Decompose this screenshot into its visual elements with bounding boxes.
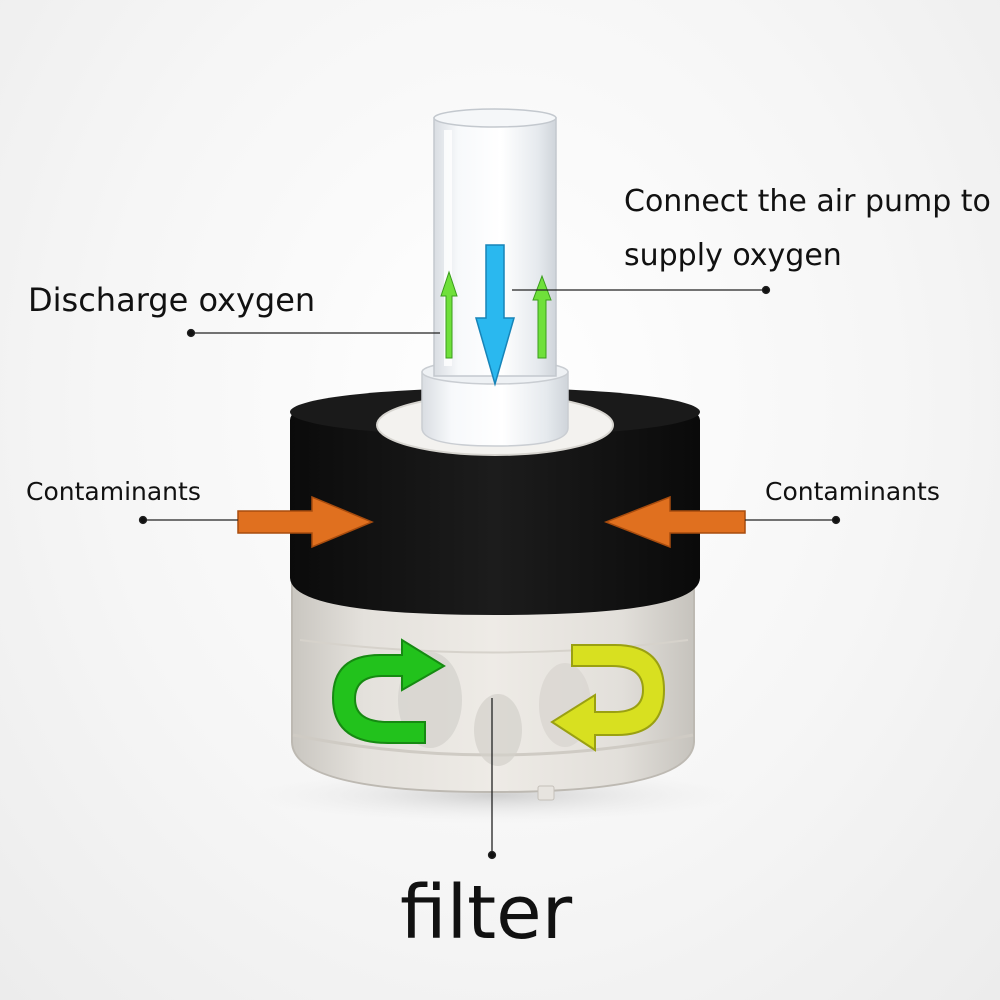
oxygen-in-arrow bbox=[475, 244, 515, 387]
contaminant-arrow-left bbox=[237, 495, 374, 549]
contaminant-arrow-right bbox=[603, 495, 746, 549]
air-tube bbox=[376, 108, 614, 456]
air-pump-label-line2: supply oxygen bbox=[624, 238, 842, 273]
oxygen-out-arrow-right bbox=[532, 274, 552, 359]
circulation-arrow-green bbox=[331, 638, 446, 744]
contaminants-left-label: Contaminants bbox=[26, 477, 201, 506]
filter-label: filter bbox=[400, 870, 573, 956]
oxygen-out-arrow-left bbox=[440, 270, 458, 359]
leader-lines bbox=[138, 285, 841, 860]
circulation-arrow-yellow bbox=[550, 644, 666, 752]
contaminants-right-label: Contaminants bbox=[765, 477, 940, 506]
discharge-oxygen-label: Discharge oxygen bbox=[28, 281, 316, 319]
air-pump-label-line1: Connect the air pump to bbox=[624, 184, 991, 219]
